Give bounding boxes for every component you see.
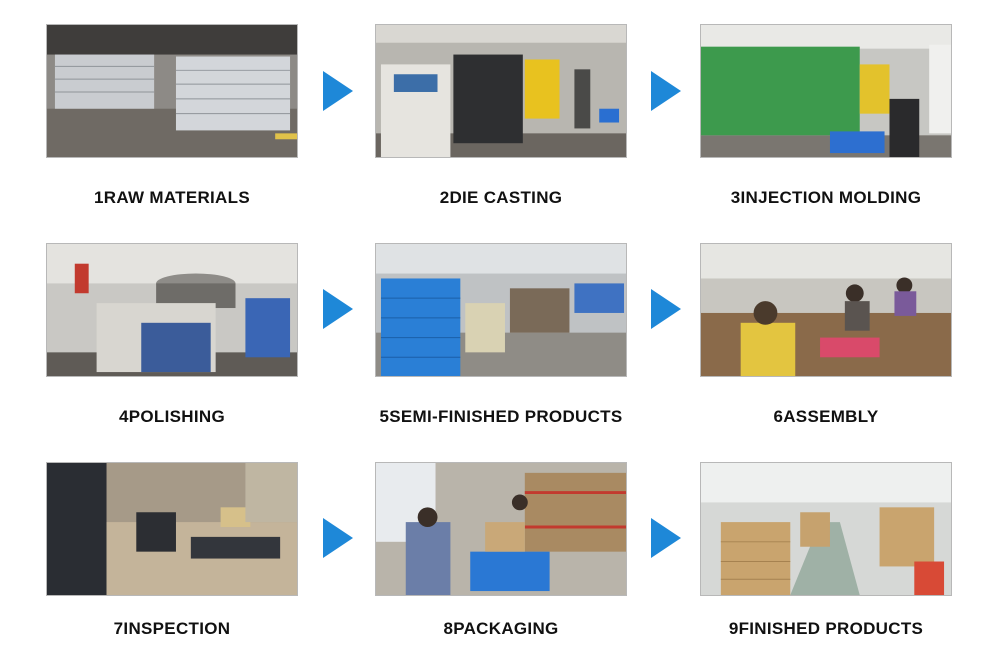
- step-label: 8PACKAGING: [443, 619, 559, 638]
- die-casting-photo: [375, 24, 627, 158]
- step-label: 1RAW MATERIALS: [94, 188, 250, 207]
- assembly-photo: [700, 243, 952, 377]
- step-label: 7INSPECTION: [113, 619, 231, 638]
- step-label: 2DIE CASTING: [439, 188, 563, 207]
- right-arrow-icon: [651, 518, 681, 558]
- right-arrow-icon: [323, 289, 353, 329]
- step-label: 4POLISHING: [119, 407, 225, 426]
- step-label: 9FINISHED PRODUCTS: [728, 619, 924, 638]
- polishing-photo: [46, 243, 298, 377]
- right-arrow-icon: [323, 71, 353, 111]
- right-arrow-icon: [323, 518, 353, 558]
- semi-finished-products-photo: [375, 243, 627, 377]
- step-label: 6ASSEMBLY: [773, 407, 879, 426]
- inspection-photo: [46, 462, 298, 596]
- packaging-photo: [375, 462, 627, 596]
- right-arrow-icon: [651, 289, 681, 329]
- raw-materials-photo: [46, 24, 298, 158]
- right-arrow-icon: [651, 71, 681, 111]
- step-label: 3INJECTION MOLDING: [730, 188, 922, 207]
- finished-products-photo: [700, 462, 952, 596]
- injection-molding-photo: [700, 24, 952, 158]
- step-label: 5SEMI-FINISHED PRODUCTS: [379, 407, 623, 426]
